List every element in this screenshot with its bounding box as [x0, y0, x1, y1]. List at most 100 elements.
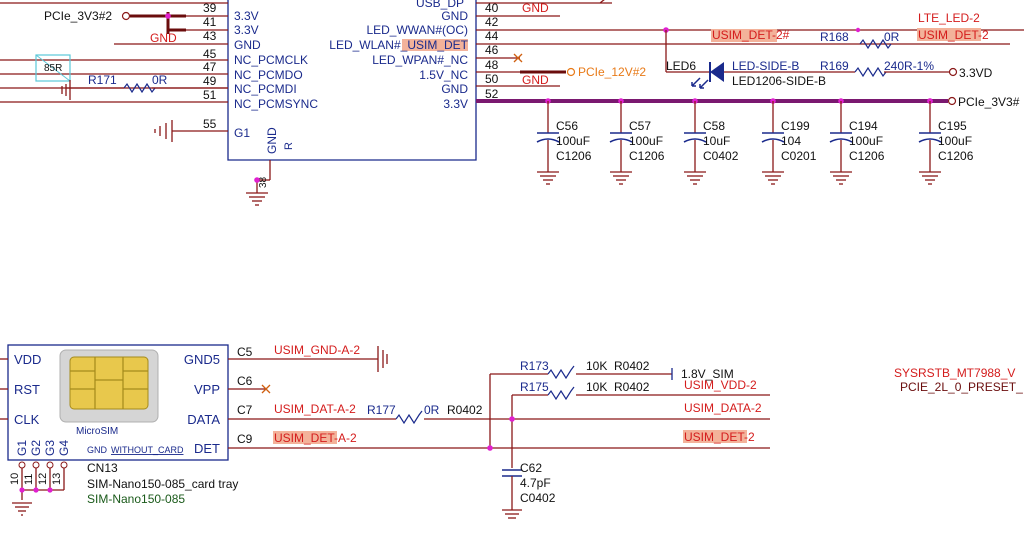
gnd-symbol-pin55 [154, 120, 173, 142]
svg-text:G3: G3 [43, 440, 57, 456]
net-usim-det-2: USIM_DET-2 [918, 28, 989, 42]
capacitor-package: C0402 [703, 149, 739, 163]
svg-text:3.3VD: 3.3VD [959, 66, 993, 80]
pin-num: 44 [485, 29, 499, 43]
capacitor-ref: C57 [629, 119, 651, 133]
pcie-12v-2-net: PCIe_12V#2 [520, 65, 646, 79]
capacitor-ref: C194 [849, 119, 878, 133]
pin-num: 55 [203, 117, 217, 131]
net-usim-det-a: USIM_DET-A-2 [274, 431, 357, 445]
no-connect-vpp [261, 384, 271, 394]
capacitor-package: C1206 [938, 149, 974, 163]
highlight-usim-det [402, 39, 468, 51]
capacitor-bank: C56100uFC1206C57100uFC1206C5810uFC0402C1… [536, 98, 974, 185]
svg-text:C6: C6 [237, 374, 253, 388]
pin-name: 1.5V_NC [419, 68, 468, 82]
capacitor-ref: C56 [556, 119, 578, 133]
pin-num: 41 [203, 15, 217, 29]
connector-left-pins: 39 3.3V 41 3.3V 43 GND 45 NC_PCMCLK 47 N… [203, 1, 318, 140]
pin-num: 48 [485, 58, 499, 72]
led6: LED6 LED-SIDE-B LED1206-SIDE-B R169 240R… [666, 59, 993, 89]
pin-name: NC_PCMDI [234, 82, 297, 96]
svg-text:10K: 10K [586, 359, 607, 373]
capacitor-value: 10uF [703, 134, 730, 148]
pin-num: 46 [485, 43, 499, 57]
svg-text:R0402: R0402 [614, 380, 650, 394]
highlight-usim-det-a [273, 431, 337, 444]
pin-num: 42 [485, 15, 499, 29]
sim-right-pins: GND5 VPP DATA DET C5 C6 C7 C9 [184, 345, 770, 456]
r169-ref: R169 [820, 59, 849, 73]
svg-text:R: R [283, 142, 295, 150]
no-connect-pin46 [513, 53, 523, 63]
pin-num: 49 [203, 74, 217, 88]
sim-socket-body [7, 344, 229, 461]
net-usim-det-2hash: USIM_DET-2# [712, 28, 790, 42]
svg-text:C0402: C0402 [520, 491, 556, 505]
svg-text:C62: C62 [520, 461, 542, 475]
sim-body-note-gnd: GND [87, 445, 108, 455]
svg-text:DET: DET [194, 441, 220, 456]
svg-text:38: 38 [258, 176, 269, 188]
pin-num: 50 [485, 72, 499, 86]
svg-text:USIM_VDD-2: USIM_VDD-2 [684, 378, 757, 392]
net-usim-det-right: USIM_DET-2 [684, 430, 755, 444]
pin-name: 3.3V [443, 97, 468, 111]
capacitor-ref: C195 [938, 119, 967, 133]
pin-num: 43 [203, 29, 217, 43]
resistor-r171: R171 0R [61, 73, 228, 100]
capacitor-value: 100uF [629, 134, 663, 148]
pin-name: 3.3V [234, 23, 259, 37]
pin-name: USB_DP [416, 0, 464, 10]
capacitor-value: 100uF [849, 134, 883, 148]
pin-num: 51 [203, 88, 217, 102]
svg-text:C7: C7 [237, 403, 253, 417]
svg-text:VPP: VPP [194, 382, 220, 397]
usim-det-led-net: USIM_DET-2# LTE_LED-2 R168 0R USIM_DET-2 [663, 11, 989, 73]
gnd-label-pin50: GND [522, 73, 549, 87]
svg-text:13: 13 [51, 473, 63, 485]
svg-text:C5: C5 [237, 345, 253, 359]
gnd-symbol-gnd5 [377, 346, 388, 372]
r168-value: 0R [884, 30, 900, 44]
highlight-usim-det-2 [917, 28, 981, 41]
pin-num: 40 [485, 1, 499, 15]
r169-value: 240R-1% [884, 59, 934, 73]
pcie-3v3-port [947, 96, 957, 106]
svg-text:R175: R175 [520, 380, 549, 394]
svg-text:0R: 0R [424, 403, 440, 417]
svg-text:C9: C9 [237, 432, 253, 446]
svg-text:10: 10 [9, 473, 21, 485]
connector-right-pins: USB_DP 40 GND 42 LED_WWAN#(OC) 44 LED_WL… [329, 0, 498, 111]
pin-name: GND [441, 82, 468, 96]
svg-text:VDD: VDD [14, 352, 41, 367]
svg-text:LED-SIDE-B: LED-SIDE-B [732, 59, 799, 73]
svg-text:R0402: R0402 [447, 403, 483, 417]
net-label: PCIe_3V3#2 [44, 9, 112, 23]
connector-bottom-gnd: GND R 38 [246, 127, 295, 206]
net-usim-dat-a: USIM_DAT-A-2 [274, 402, 356, 416]
svg-text:11: 11 [23, 474, 35, 485]
gnd-label-pin40: GND [522, 1, 549, 15]
capacitor-package: C0201 [781, 149, 817, 163]
capacitor-value: 100uF [556, 134, 590, 148]
svg-text:GND: GND [265, 127, 279, 154]
capacitor-ref: C58 [703, 119, 725, 133]
capacitor-package: C1206 [849, 149, 885, 163]
svg-text:USIM_DATA-2: USIM_DATA-2 [684, 401, 762, 415]
capacitor-c62: C62 4.7pF C0402 [502, 461, 556, 519]
svg-text:LED6: LED6 [666, 59, 696, 73]
highlight-usim-det-2hash [711, 29, 777, 42]
svg-text:LED1206-SIDE-B: LED1206-SIDE-B [732, 74, 826, 88]
svg-text:G1: G1 [15, 440, 29, 456]
pin-name: NC_PCMDO [234, 68, 303, 82]
svg-text:G4: G4 [57, 440, 71, 456]
connector-left-pin-lines [0, 2, 228, 132]
pin-name: LED_WWAN#(OC) [366, 23, 468, 37]
pin-num: 47 [203, 60, 217, 74]
